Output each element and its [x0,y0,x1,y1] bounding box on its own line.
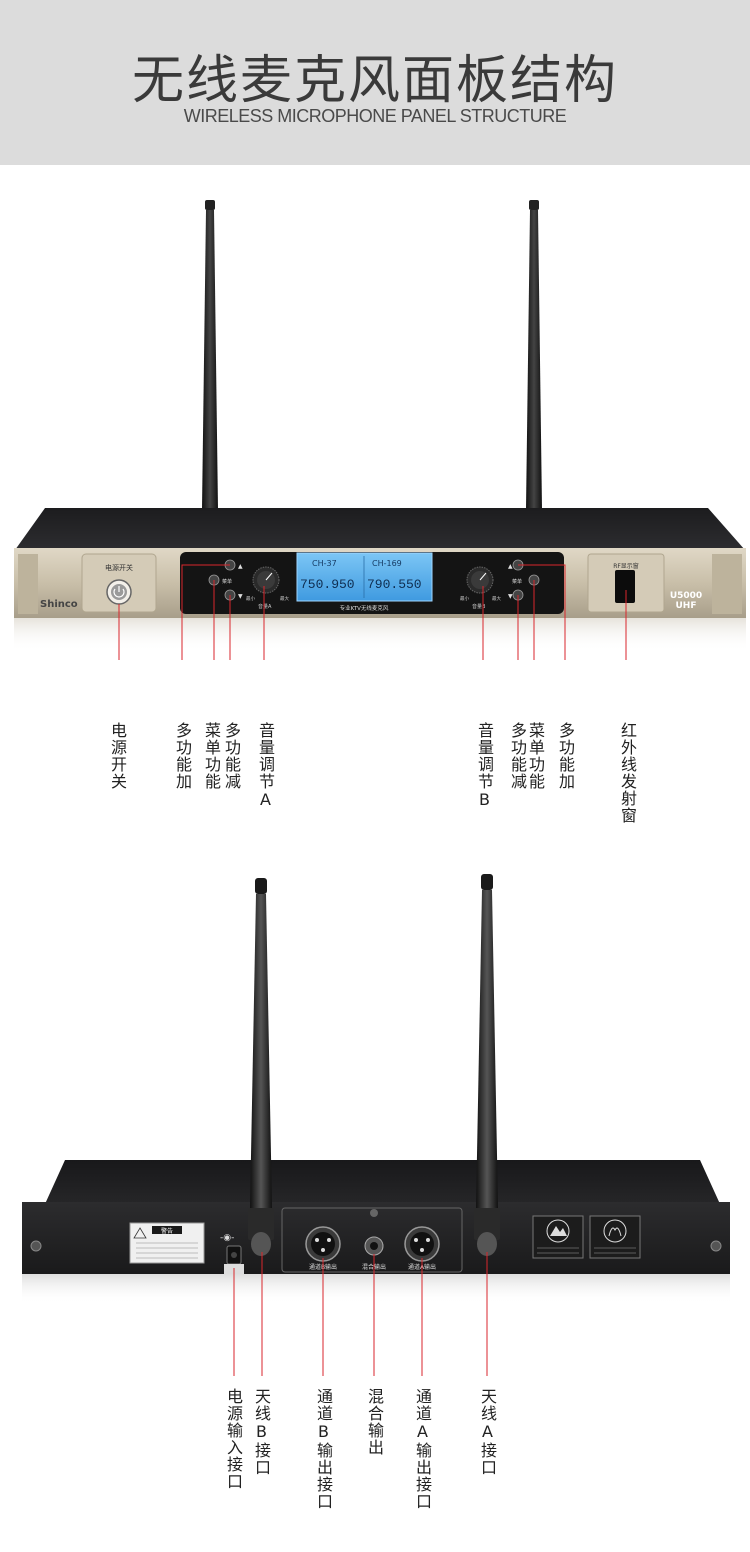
svg-text:▲: ▲ [238,563,243,570]
callout-multi-minus-a: 多功能减 [222,722,241,790]
power-label: 电源开关 [105,563,133,572]
callout-multi-plus-b: 多功能加 [556,722,575,790]
callout-menu-a: 菜单功能 [202,722,221,790]
volume-b-knob[interactable] [466,566,494,594]
callout-mix-output: 混合输出 [365,1388,384,1456]
svg-text:▼: ▼ [508,593,513,600]
svg-text:750.950: 750.950 [300,577,355,592]
svg-text:▲: ▲ [508,563,513,570]
svg-text:CH-37: CH-37 [312,559,337,568]
callout-output-b: 通道B输出接口 [314,1388,333,1510]
svg-text:▼: ▼ [238,593,243,600]
svg-text:CH-169: CH-169 [372,559,402,568]
svg-text:音量A: 音量A [258,603,272,610]
svg-text:警告: 警告 [161,1227,173,1235]
xlr-output-b[interactable] [305,1226,341,1262]
mix-output-jack[interactable] [364,1236,384,1256]
callout-output-a: 通道A输出接口 [413,1388,432,1510]
callout-volume-a: 音量调节A [256,722,275,810]
certification-mark-left [532,1215,584,1259]
svg-text:菜单: 菜单 [512,578,522,585]
antenna-a [474,874,500,1256]
antenna-b [248,878,274,1256]
rear-callout-lines [233,1252,488,1376]
lcd-caption: 专业KTV无线麦克风 [340,604,389,612]
svg-text:790.550: 790.550 [367,577,422,592]
front-callout-lines [118,564,627,660]
volume-a-knob[interactable] [252,566,280,594]
callout-menu-b: 菜单功能 [526,722,545,790]
xlr-output-a[interactable] [404,1226,440,1262]
brand-logo: Shinco [40,599,78,610]
svg-text:最小: 最小 [246,595,255,602]
svg-text:最小: 最小 [460,595,469,602]
page-subtitle: WIRELESS MICROPHONE PANEL STRUCTURE [183,106,567,126]
svg-text:-◉-: -◉- [220,1233,234,1243]
antenna-right [526,200,542,510]
rear-panel-illustration: 警告 -◉- 通道B输出 混合输出 [22,874,730,1376]
warning-label: 警告 [129,1222,205,1264]
lcd-display: CH-37 CH-169 750.950 790.550 [296,552,433,602]
band-label: UHF [676,601,697,611]
callout-power-input: 电源输入接口 [224,1388,243,1490]
svg-text:音量B: 音量B [472,603,486,610]
callout-antenna-a: 天线A接口 [478,1388,497,1476]
svg-text:最大: 最大 [492,595,501,602]
svg-text:最大: 最大 [280,595,289,602]
callout-volume-b: 音量调节B [475,722,494,810]
svg-text:菜单: 菜单 [222,578,232,585]
rf-window-label: RF显示窗 [613,562,639,570]
antenna-left [202,200,218,510]
callout-power-switch: 电源开关 [108,722,127,790]
callout-infrared-window: 红外线发射窗 [618,722,637,824]
header-banner: 无线麦克风面板结构 WIRELESS MICROPHONE PANEL STRU… [0,0,750,165]
front-panel-illustration: 电源开关 Shinco ▲ 菜单 ▼ 最小 最大 音量A CH-37 CH-16… [14,200,746,660]
infrared-window [615,570,635,603]
certification-mark-right [589,1215,641,1259]
model-label: U5000 [670,591,702,601]
power-button[interactable] [106,579,132,605]
callout-multi-minus-b: 多功能减 [508,722,527,790]
callout-multi-plus-a: 多功能加 [173,722,192,790]
callout-antenna-b: 天线B接口 [252,1388,271,1476]
page-title: 无线麦克风面板结构 [131,51,618,111]
